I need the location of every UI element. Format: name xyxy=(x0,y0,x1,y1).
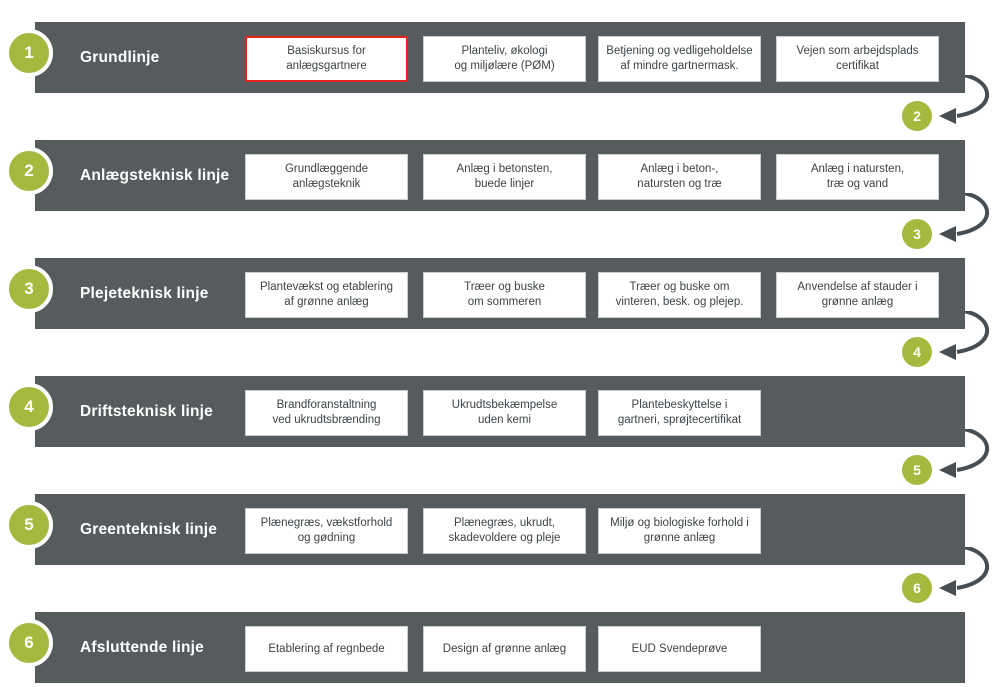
line-number-badge: 2 xyxy=(5,147,53,195)
course-box[interactable]: Anlæg i natursten, træ og vand xyxy=(776,154,939,200)
course-label: Miljø og biologiske forhold i grønne anl… xyxy=(610,517,749,544)
course-label: Plantebeskyttelse i gartneri, sprøjtecer… xyxy=(617,399,742,426)
next-step-badge: 2 xyxy=(902,101,932,131)
course-box[interactable]: Planteliv, økologi og miljølære (PØM) xyxy=(423,36,586,82)
line-number: 4 xyxy=(24,397,34,416)
curved-arrow-icon xyxy=(939,547,990,596)
next-step-badge: 5 xyxy=(902,455,932,485)
curved-arrow-icon xyxy=(939,311,990,360)
next-step-number: 5 xyxy=(913,462,921,478)
course-label: Træer og buske om sommeren xyxy=(464,281,545,308)
course-label: Anlæg i betonsten, buede linjer xyxy=(456,163,553,190)
next-step-badge: 3 xyxy=(902,219,932,249)
course-box[interactable]: Anlæg i betonsten, buede linjer xyxy=(423,154,586,200)
course-box[interactable]: Anvendelse af stauder i grønne anlæg xyxy=(776,272,939,318)
course-label: Plænegræs, vækstforhold og gødning xyxy=(260,517,393,544)
course-box[interactable]: Træer og buske om sommeren xyxy=(423,272,586,318)
line-number-badge: 5 xyxy=(5,501,53,549)
course-label: Etablering af regnbede xyxy=(268,642,385,655)
line-title: Greenteknisk linje xyxy=(80,520,218,538)
course-box[interactable]: Miljø og biologiske forhold i grønne anl… xyxy=(598,508,761,554)
course-label: Brandforanstaltning ved ukrudtsbrænding xyxy=(272,399,381,426)
course-label: Plantevækst og etablering af grønne anlæ… xyxy=(260,281,393,308)
curved-arrow-icon xyxy=(939,75,990,124)
line-title: Grundlinje xyxy=(80,48,160,66)
course-box[interactable]: Betjening og vedligeholdelse af mindre g… xyxy=(598,36,761,82)
course-label: Anlæg i natursten, træ og vand xyxy=(810,163,905,190)
line-number: 3 xyxy=(24,279,34,298)
course-box[interactable]: EUD Svendeprøve xyxy=(598,626,761,672)
line-row-2: 2 Anlægsteknisk linje Grundlæggende anlæ… xyxy=(0,140,1000,233)
course-label: Design af grønne anlæg xyxy=(442,642,567,655)
course-box-selected[interactable]: Basiskursus for anlægsgartnere xyxy=(245,36,408,82)
course-box[interactable]: Design af grønne anlæg xyxy=(423,626,586,672)
next-step-number: 2 xyxy=(913,108,921,124)
course-box[interactable]: Plantevækst og etablering af grønne anlæ… xyxy=(245,272,408,318)
course-box[interactable]: Brandforanstaltning ved ukrudtsbrænding xyxy=(245,390,408,436)
course-label: Betjening og vedligeholdelse af mindre g… xyxy=(606,45,753,72)
line-number-badge: 3 xyxy=(5,265,53,313)
line-number: 5 xyxy=(24,515,34,534)
course-label: Træer og buske om vinteren, besk. og ple… xyxy=(615,281,744,308)
next-step-badge: 6 xyxy=(902,573,932,603)
line-title: Anlægsteknisk linje xyxy=(80,166,230,184)
line-row-1: 1 Grundlinje Basiskursus for anlægsgartn… xyxy=(0,22,1000,115)
next-step-number: 4 xyxy=(913,344,921,360)
line-title: Afsluttende linje xyxy=(80,638,204,656)
course-label: Planteliv, økologi og miljølære (PØM) xyxy=(454,45,555,72)
course-label: Plænegræs, ukrudt, skadevoldere og pleje xyxy=(448,517,561,544)
course-box[interactable]: Plantebeskyttelse i gartneri, sprøjtecer… xyxy=(598,390,761,436)
line-number-badge: 6 xyxy=(5,619,53,667)
course-box[interactable]: Plænegræs, vækstforhold og gødning xyxy=(245,508,408,554)
course-box[interactable]: Træer og buske om vinteren, besk. og ple… xyxy=(598,272,761,318)
course-label: Vejen som arbejdsplads certifikat xyxy=(796,45,919,72)
course-label: Ukrudtsbekæmpelse uden kemi xyxy=(451,399,558,426)
course-label: EUD Svendeprøve xyxy=(631,642,728,655)
curved-arrow-icon xyxy=(939,429,990,478)
course-label: Anlæg i beton-, natursten og træ xyxy=(637,163,722,190)
course-box[interactable]: Plænegræs, ukrudt, skadevoldere og pleje xyxy=(423,508,586,554)
course-box[interactable]: Grundlæggende anlægsteknik xyxy=(245,154,408,200)
line-row-3: 3 Plejeteknisk linje Plantevækst og etab… xyxy=(0,258,1000,351)
course-box[interactable]: Anlæg i beton-, natursten og træ xyxy=(598,154,761,200)
line-title: Driftsteknisk linje xyxy=(80,402,214,420)
curved-arrow-icon xyxy=(939,193,990,242)
line-row-6: 6 Afsluttende linje Etablering af regnbe… xyxy=(0,612,1000,687)
course-label: Grundlæggende anlægsteknik xyxy=(284,163,369,190)
line-number: 2 xyxy=(24,161,34,180)
next-step-number: 6 xyxy=(913,580,921,596)
course-label: Basiskursus for anlægsgartnere xyxy=(286,45,367,72)
next-step-badge: 4 xyxy=(902,337,932,367)
course-label: Anvendelse af stauder i grønne anlæg xyxy=(797,281,918,308)
course-box[interactable]: Vejen som arbejdsplads certifikat xyxy=(776,36,939,82)
course-box[interactable]: Etablering af regnbede xyxy=(245,626,408,672)
line-title: Plejeteknisk linje xyxy=(80,284,209,302)
line-number-badge: 1 xyxy=(5,29,53,77)
line-row-4: 4 Driftsteknisk linje Brandforanstaltnin… xyxy=(0,376,1000,469)
line-number-badge: 4 xyxy=(5,383,53,431)
course-box[interactable]: Ukrudtsbekæmpelse uden kemi xyxy=(423,390,586,436)
line-number: 1 xyxy=(24,43,34,62)
line-number: 6 xyxy=(24,633,34,652)
line-row-5: 5 Greenteknisk linje Plænegræs, vækstfor… xyxy=(0,494,1000,587)
next-step-number: 3 xyxy=(913,226,921,242)
